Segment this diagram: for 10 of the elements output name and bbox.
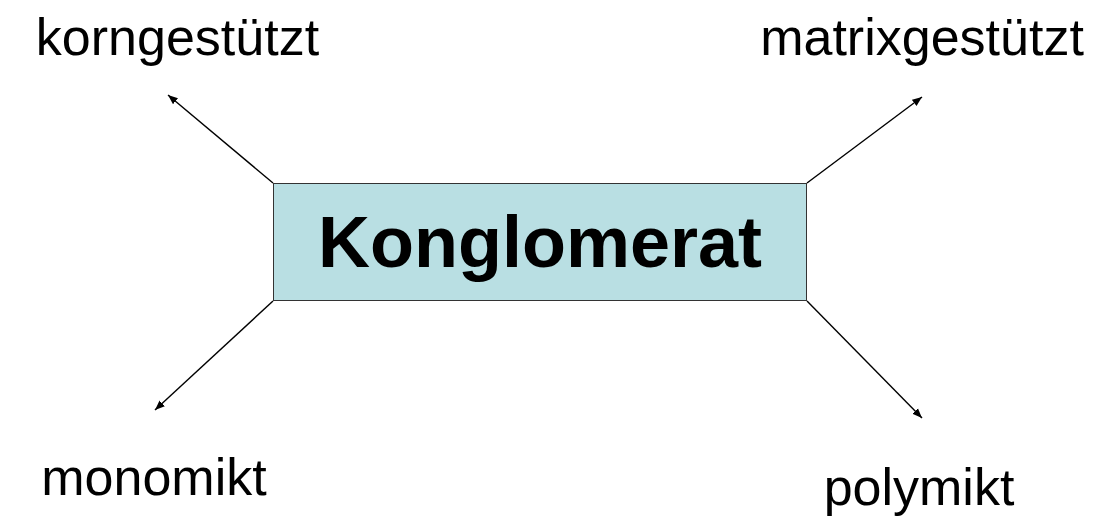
concept-box [273, 183, 807, 301]
arrow [806, 96, 923, 184]
category-label: korngestützt [35, 7, 320, 67]
arrow [167, 94, 274, 184]
category-label: matrixgestützt [760, 7, 1084, 67]
category-label: polymikt [823, 457, 1015, 517]
arrow [154, 300, 274, 411]
category-label: monomikt [41, 447, 267, 507]
arrow [806, 300, 923, 419]
concept-title: Konglomerat [318, 201, 762, 283]
